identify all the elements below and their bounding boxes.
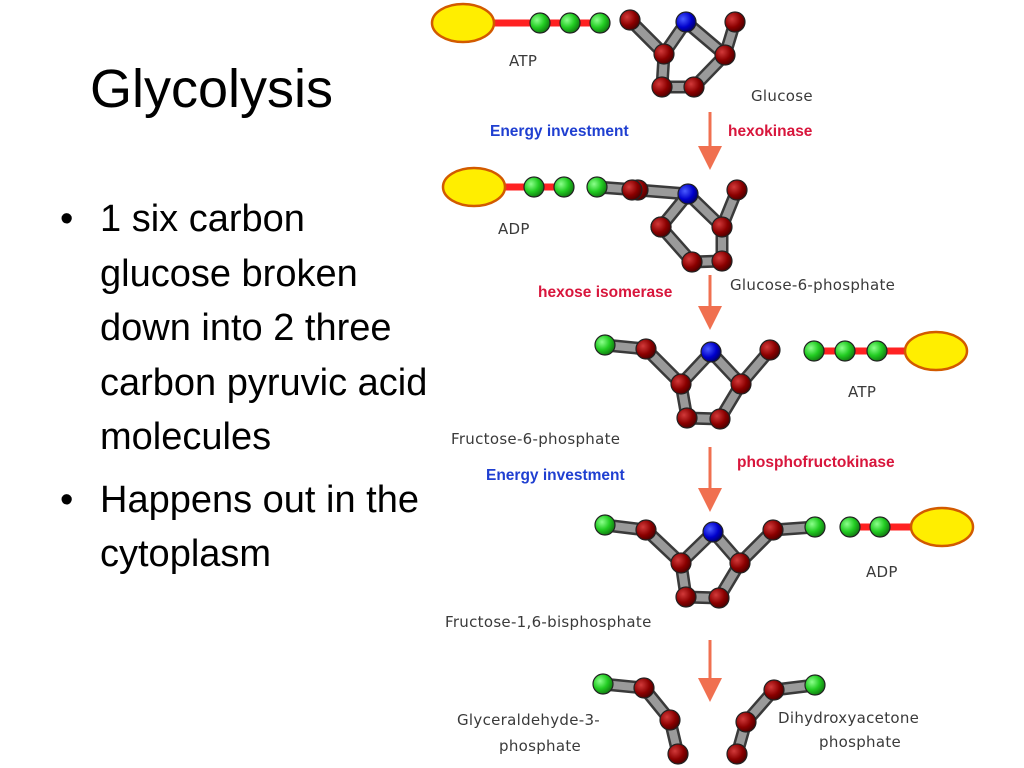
carbon-atom — [708, 587, 730, 609]
label-energy-investment-1: Energy investment — [490, 123, 629, 140]
oxygen-atom — [677, 183, 699, 205]
carbon-atom — [730, 373, 752, 395]
glycolysis-diagram: ATP Glucose ADP Glucose-6-phosphate ATP … — [430, 2, 975, 765]
carbon-atom — [711, 216, 733, 238]
phosphate-group — [559, 12, 581, 34]
adenosine-group — [909, 506, 975, 548]
carbon-atom — [653, 43, 675, 65]
oxygen-atom — [702, 521, 724, 543]
label-f16bp: Fructose-1,6-bisphosphate — [445, 613, 652, 631]
phosphate-group — [586, 176, 608, 198]
carbon-atom — [763, 679, 785, 701]
phosphate-group — [839, 516, 861, 538]
carbon-atom — [667, 743, 689, 765]
phosphate-group — [866, 340, 888, 362]
phosphate-group — [869, 516, 891, 538]
label-f6p: Fructose-6-phosphate — [451, 430, 620, 448]
label-atp-1: ATP — [509, 52, 537, 70]
bullet-item: • 1 six carbon glucose broken down into … — [58, 192, 428, 465]
label-adp-1: ADP — [498, 220, 530, 238]
carbon-atom — [735, 711, 757, 733]
carbon-atom — [726, 743, 748, 765]
label-hexose-isomerase: hexose isomerase — [538, 284, 673, 301]
slide-title: Glycolysis — [90, 59, 334, 119]
carbon-atom — [681, 251, 703, 273]
carbon-atom — [709, 408, 731, 430]
label-hexokinase: hexokinase — [728, 123, 813, 140]
label-dhap-line2: phosphate — [819, 733, 901, 751]
carbon-atom — [633, 677, 655, 699]
carbon-atom — [714, 44, 736, 66]
carbon-atom — [726, 179, 748, 201]
bullet-text: Happens out in the cytoplasm — [100, 478, 420, 576]
carbon-atom — [676, 407, 698, 429]
label-energy-investment-2: Energy investment — [486, 467, 625, 484]
carbon-atom — [675, 586, 697, 608]
carbon-atom — [762, 519, 784, 541]
phosphate-group — [804, 674, 826, 696]
phosphate-group — [803, 340, 825, 362]
label-phosphofructokinase: phosphofructokinase — [737, 454, 895, 471]
adenosine-group — [903, 330, 969, 372]
phosphate-group — [594, 514, 616, 536]
carbon-atom — [659, 709, 681, 731]
label-g3p-line2: phosphate — [499, 737, 581, 755]
carbon-atom — [759, 339, 781, 361]
carbon-atom — [670, 373, 692, 395]
carbon-atom — [711, 250, 733, 272]
phosphate-group — [594, 334, 616, 356]
bullet-dot: • — [60, 198, 74, 240]
carbon-atom — [621, 179, 643, 201]
label-g6p: Glucose-6-phosphate — [730, 276, 895, 294]
phosphate-group — [529, 12, 551, 34]
bullet-text: 1 six carbon glucose broken down into 2 … — [100, 198, 428, 458]
label-adp-2: ADP — [866, 563, 898, 581]
label-dhap-line1: Dihydroxyacetone — [778, 709, 919, 727]
carbon-atom — [650, 216, 672, 238]
carbon-atom — [724, 11, 746, 33]
adenosine-group — [430, 2, 496, 44]
oxygen-atom — [675, 11, 697, 33]
bullet-dot: • — [60, 478, 74, 521]
phosphate-group — [834, 340, 856, 362]
phosphate-group — [804, 516, 826, 538]
phosphate-group — [553, 176, 575, 198]
carbon-atom — [619, 9, 641, 31]
bullet-item: • Happens out in the cytoplasm — [58, 473, 428, 582]
labels-layer: ATP Glucose ADP Glucose-6-phosphate ATP … — [445, 52, 919, 755]
carbon-atom — [729, 552, 751, 574]
phosphate-group — [592, 673, 614, 695]
molecules-layer — [430, 2, 975, 765]
phosphate-group — [523, 176, 545, 198]
label-atp-2: ATP — [848, 383, 876, 401]
oxygen-atom — [700, 341, 722, 363]
bullet-list: • 1 six carbon glucose broken down into … — [58, 192, 428, 590]
phosphate-group — [589, 12, 611, 34]
carbon-atom — [683, 76, 705, 98]
carbon-atom — [635, 519, 657, 541]
label-glucose: Glucose — [751, 87, 813, 105]
carbon-atom — [635, 338, 657, 360]
carbon-atom — [651, 76, 673, 98]
label-g3p-line1: Glyceraldehyde-3- — [457, 711, 600, 729]
carbon-atom — [670, 552, 692, 574]
adenosine-group — [441, 166, 507, 208]
